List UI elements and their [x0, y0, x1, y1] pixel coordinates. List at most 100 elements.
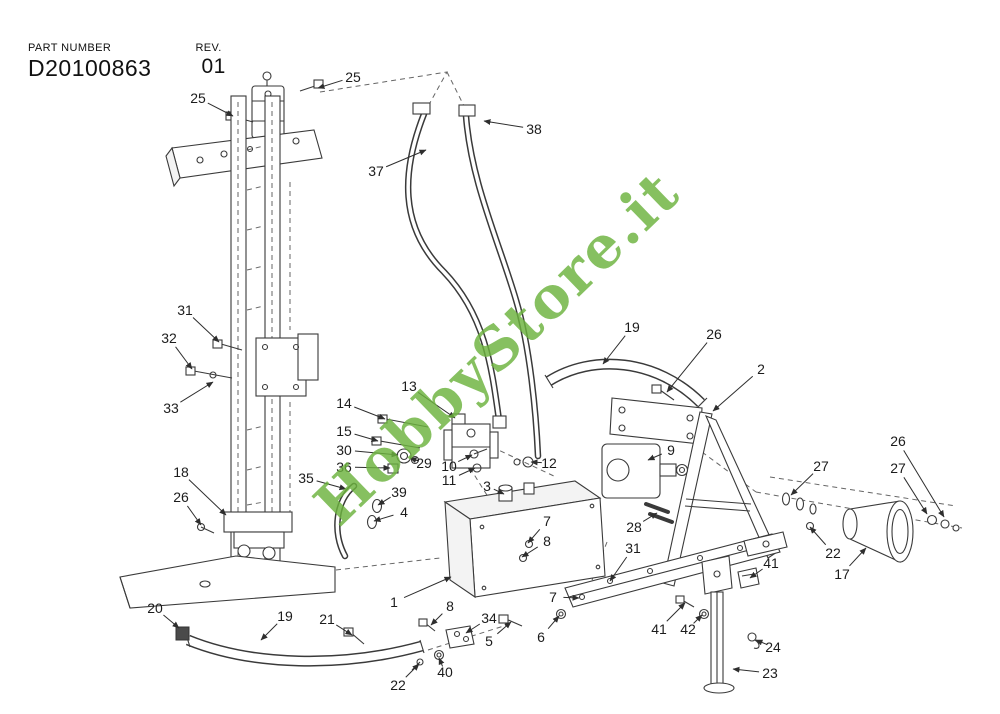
- callout-label: 20: [147, 600, 163, 616]
- hitch-frame: [601, 397, 778, 587]
- callout-leader: [438, 657, 445, 667]
- callout-label: 38: [526, 121, 542, 137]
- callout-label: 26: [890, 433, 906, 449]
- callout-leader: [693, 614, 703, 624]
- callout-leader: [180, 381, 214, 403]
- callout-label: 26: [173, 489, 189, 505]
- callout-leader: [755, 639, 767, 646]
- callout-label: 29: [416, 455, 432, 471]
- callout-leader: [335, 624, 353, 636]
- callout-label: 1: [390, 594, 398, 610]
- callout-leader: [354, 406, 386, 420]
- callout-leader: [530, 459, 542, 466]
- lower-frame-bar: [564, 531, 788, 608]
- callout-label: 10: [441, 458, 457, 474]
- callout-label: 13: [401, 378, 417, 394]
- callout-label: 28: [626, 519, 642, 535]
- callout-leader: [354, 433, 379, 443]
- callout-leader: [417, 391, 456, 419]
- callout-leader: [377, 496, 391, 506]
- callout-label: 41: [763, 555, 779, 571]
- title-block: PART NUMBER D20100863 REV. 01: [28, 42, 226, 82]
- callout-leader: [186, 505, 202, 526]
- callout-leader: [260, 623, 278, 641]
- revision-value: 01: [201, 55, 226, 78]
- revision-label: REV.: [195, 42, 222, 54]
- callout-label: 8: [446, 598, 454, 614]
- callout-leader: [483, 119, 524, 128]
- callout-label: 27: [890, 460, 906, 476]
- callout-label: 14: [336, 395, 352, 411]
- callout-leader: [903, 450, 945, 518]
- callout-leader: [317, 79, 343, 89]
- callout-label: 40: [437, 664, 453, 680]
- callout-label: 27: [813, 458, 829, 474]
- callout-leader: [316, 480, 347, 491]
- callout-leader: [809, 526, 827, 546]
- callout-leader: [409, 457, 419, 464]
- callout-label: 9: [667, 442, 675, 458]
- callout-leader: [563, 594, 580, 601]
- callout-label: 6: [537, 629, 545, 645]
- hydraulic-tank: [443, 480, 606, 599]
- callout-label: 3: [483, 478, 491, 494]
- callout-label: 37: [368, 163, 384, 179]
- callout-leader: [602, 335, 626, 365]
- callout-label: 22: [390, 677, 406, 693]
- callout-label: 22: [825, 545, 841, 561]
- callout-label: 17: [834, 566, 850, 582]
- callout-leader: [647, 453, 662, 461]
- callout-label: 2: [757, 361, 765, 377]
- callout-leader: [609, 556, 628, 582]
- callout-leader: [163, 614, 180, 629]
- callout-label: 23: [762, 665, 778, 681]
- callout-leader: [493, 488, 505, 495]
- callout-label: 21: [319, 611, 335, 627]
- callout-label: 19: [277, 608, 293, 624]
- callout-leader: [403, 576, 452, 599]
- upper-frame-tube: [544, 358, 708, 410]
- handle-tube: [334, 482, 383, 560]
- callout-leader: [188, 479, 227, 516]
- callout-label: 35: [298, 470, 314, 486]
- callout-leader: [666, 602, 686, 622]
- part-number-block: PART NUMBER D20100863: [28, 42, 151, 82]
- hydraulic-hoses: [404, 102, 542, 460]
- callout-label: 11: [442, 472, 457, 488]
- callout-label: 7: [549, 589, 557, 605]
- callout-label: 19: [624, 319, 640, 335]
- lower-curve-tube: [175, 608, 567, 671]
- callout-label: 42: [680, 621, 696, 637]
- callout-label: 31: [625, 540, 641, 556]
- callout-leader: [903, 477, 928, 515]
- callout-label: 18: [173, 464, 189, 480]
- column-assembly: [119, 71, 336, 609]
- callout-leader: [430, 613, 443, 626]
- callout-label: 26: [706, 326, 722, 342]
- callout-leader: [642, 512, 658, 522]
- callout-leader: [790, 473, 814, 496]
- callout-label: 30: [336, 442, 352, 458]
- callout-leader: [732, 666, 760, 673]
- callout-label: 12: [541, 455, 557, 471]
- callout-label: 39: [391, 484, 407, 500]
- callout-leader: [712, 375, 754, 412]
- callout-leader: [192, 317, 220, 343]
- cone-and-hardware: [781, 492, 960, 563]
- callout-leader: [527, 528, 541, 544]
- callout-label: 8: [543, 533, 551, 549]
- callout-label: 33: [163, 400, 179, 416]
- callout-label: 36: [336, 459, 352, 475]
- callout-leader: [458, 467, 476, 476]
- callout-leader: [547, 615, 560, 629]
- callout-label: 5: [485, 633, 493, 649]
- callout-label: 41: [651, 621, 667, 637]
- callout-leader: [749, 568, 763, 579]
- callout-label: 25: [190, 90, 206, 106]
- revision-block: REV. 01: [195, 42, 225, 82]
- callout-leader: [465, 623, 481, 634]
- callout-label: 31: [177, 302, 193, 318]
